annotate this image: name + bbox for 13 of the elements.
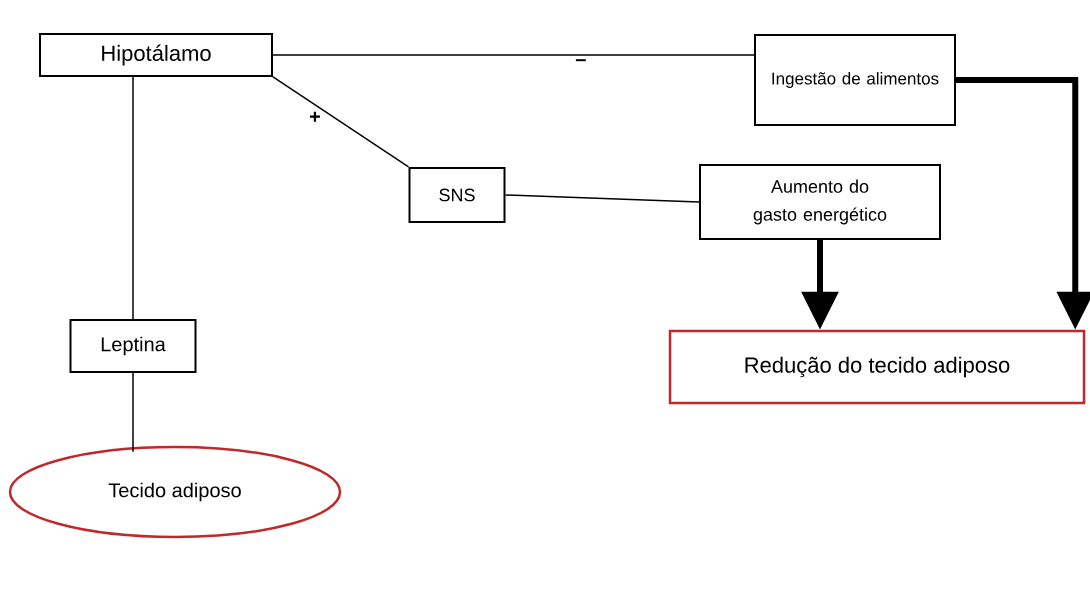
process-box: Redução do tecido adiposo xyxy=(668,329,1086,405)
process-box: Hipotálamo xyxy=(39,33,273,77)
connector-line xyxy=(272,76,410,168)
connector-line xyxy=(272,54,755,56)
edge-label: – xyxy=(574,58,588,67)
edge-label: + xyxy=(308,110,322,125)
process-box: SNS xyxy=(408,167,506,223)
connector-line xyxy=(504,194,700,203)
connector-line xyxy=(132,76,134,320)
process-box: Aumento do gasto energético xyxy=(699,164,941,240)
process-box: Leptina xyxy=(69,319,197,373)
connector-line xyxy=(132,372,134,453)
process-box: Ingestão de alimentos xyxy=(754,34,956,126)
